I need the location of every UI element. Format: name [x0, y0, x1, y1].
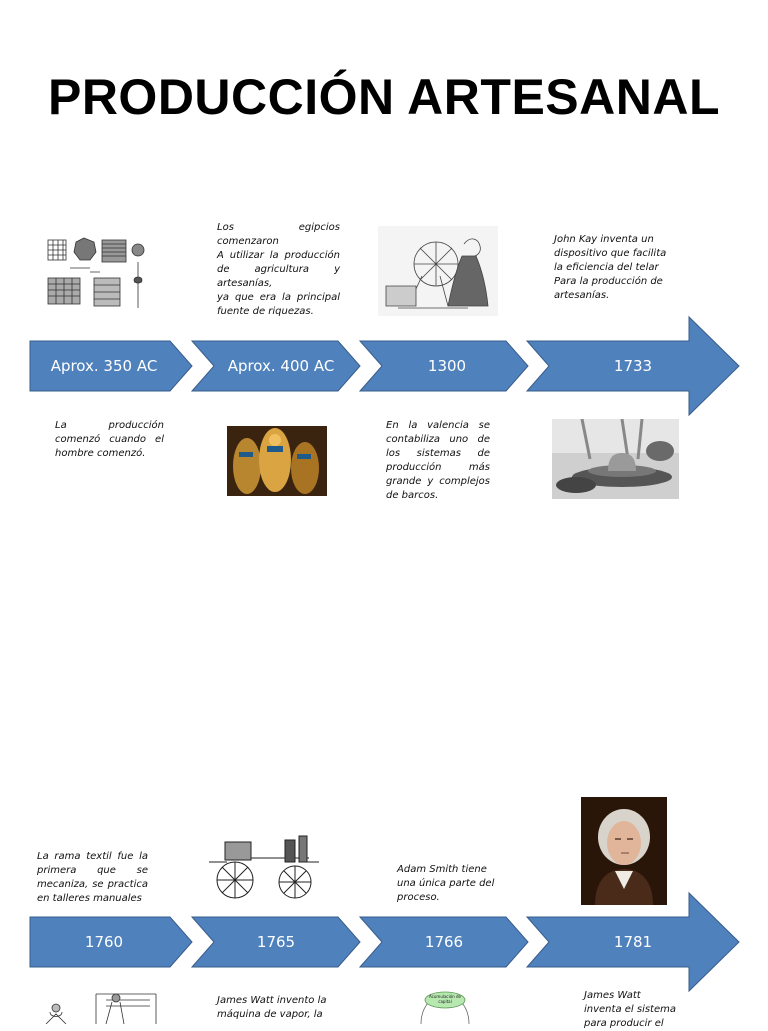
- note-valencia: En la valencia se contabiliza uno de los…: [386, 419, 490, 503]
- page-title: PRODUCCIÓN ARTESANAL: [47, 69, 721, 125]
- note-egipcios: Los egipcios comenzaron A utilizar la pr…: [217, 221, 340, 319]
- timeline-arrow-5: 1760: [29, 916, 193, 968]
- note-egipcios-line: Los egipcios: [217, 222, 340, 233]
- timeline-arrow-label: 1765: [256, 933, 296, 951]
- timeline-arrow-8: 1781: [525, 891, 740, 993]
- timeline-arrow-7: 1766: [358, 916, 529, 968]
- note-james-watt-sistema-line: para producir el: [584, 1018, 664, 1029]
- woven-baskets-image: [44, 232, 154, 312]
- egyptian-statues-image: [227, 426, 327, 496]
- note-james-watt-vapor-line: máquina de vapor, la: [217, 1009, 323, 1020]
- note-james-watt-vapor-line: James Watt invento la: [217, 995, 327, 1006]
- timeline-arrow-label: 1733: [613, 357, 653, 375]
- steam-carriage-image: [203, 832, 323, 902]
- capital-cycle-diagram: Acumulación de capital: [405, 988, 485, 1024]
- spinning-wheel-image: [378, 226, 498, 316]
- timeline-arrow-1: Aprox. 350 AC: [29, 340, 193, 392]
- timeline-arrow-label: 1300: [427, 357, 467, 375]
- note-john-kay-line: Para la producción de artesanías.: [554, 276, 663, 301]
- note-james-watt-sistema-line: inventa el sistema: [584, 1004, 677, 1015]
- potters-wheel-image: [552, 419, 679, 499]
- note-james-watt-vapor: James Watt invento la máquina de vapor, …: [217, 994, 337, 1022]
- note-adam-smith-line: Adam Smith tiene una única parte del pro…: [397, 864, 495, 903]
- timeline-arrow-4: 1733: [525, 315, 740, 417]
- james-watt-portrait-image: [581, 797, 667, 905]
- loom-workers-image: [36, 986, 162, 1024]
- note-james-watt-sistema-line: James Watt: [584, 990, 641, 1001]
- note-egipcios-line: A utilizar la producción de agricultura …: [217, 250, 340, 289]
- timeline-arrow-2: Aprox. 400 AC: [190, 340, 361, 392]
- timeline-arrow-6: 1765: [190, 916, 361, 968]
- note-produccion-line: La producción comenzó cuando el hombre c…: [55, 420, 164, 459]
- note-john-kay-line: John Kay inventa un dispositivo que faci…: [554, 234, 667, 273]
- note-textil-line: La rama textil fue la primera que se mec…: [37, 851, 148, 904]
- timeline-arrow-label: Aprox. 400 AC: [227, 357, 335, 375]
- timeline-arrow-label: 1781: [613, 933, 653, 951]
- capital-cycle-label: Acumulación de capital: [429, 994, 461, 1004]
- note-textil: La rama textil fue la primera que se mec…: [37, 850, 148, 906]
- note-james-watt-sistema: James Watt inventa el sistema para produ…: [584, 989, 684, 1031]
- timeline-arrow-label: Aprox. 350 AC: [50, 357, 158, 375]
- note-egipcios-line: comenzaron: [217, 236, 279, 247]
- note-valencia-line: En la valencia se contabiliza uno de los…: [386, 420, 490, 501]
- note-john-kay: John Kay inventa un dispositivo que faci…: [554, 233, 674, 303]
- note-produccion: La producción comenzó cuando el hombre c…: [55, 419, 164, 461]
- note-adam-smith: Adam Smith tiene una única parte del pro…: [397, 863, 497, 905]
- timeline-arrow-label: 1766: [424, 933, 464, 951]
- note-egipcios-line: ya que era la principal fuente de riquez…: [217, 292, 340, 317]
- timeline-arrow-3: 1300: [358, 340, 529, 392]
- timeline-arrow-label: 1760: [84, 933, 124, 951]
